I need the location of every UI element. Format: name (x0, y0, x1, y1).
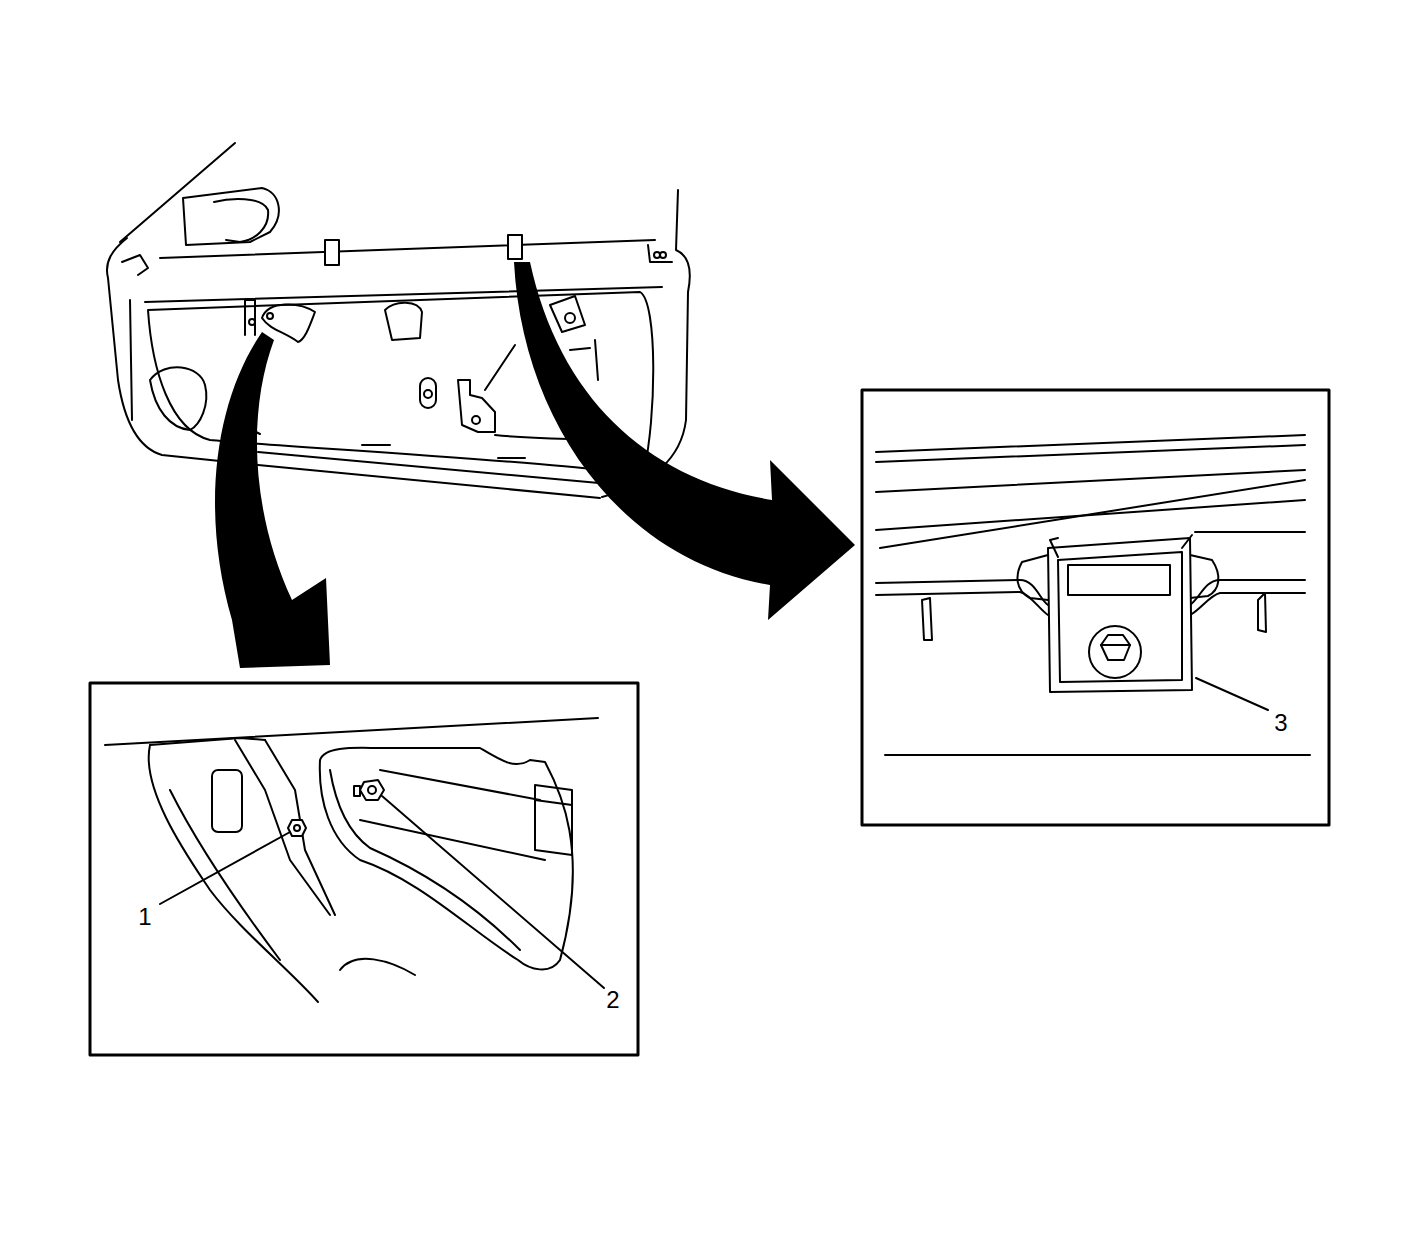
callout-number: 1 (138, 905, 151, 929)
callout-number: 3 (1274, 711, 1287, 735)
detail-lower-left (105, 718, 604, 1002)
view-arrow (514, 262, 855, 620)
callout-number: 2 (606, 988, 619, 1012)
leader-line (382, 796, 604, 988)
detail-right (876, 435, 1310, 755)
leader-line (1196, 678, 1268, 710)
leader-line (160, 832, 290, 904)
view-arrow (215, 332, 330, 668)
detail-frame (90, 683, 638, 1055)
detail-frame (862, 390, 1329, 825)
